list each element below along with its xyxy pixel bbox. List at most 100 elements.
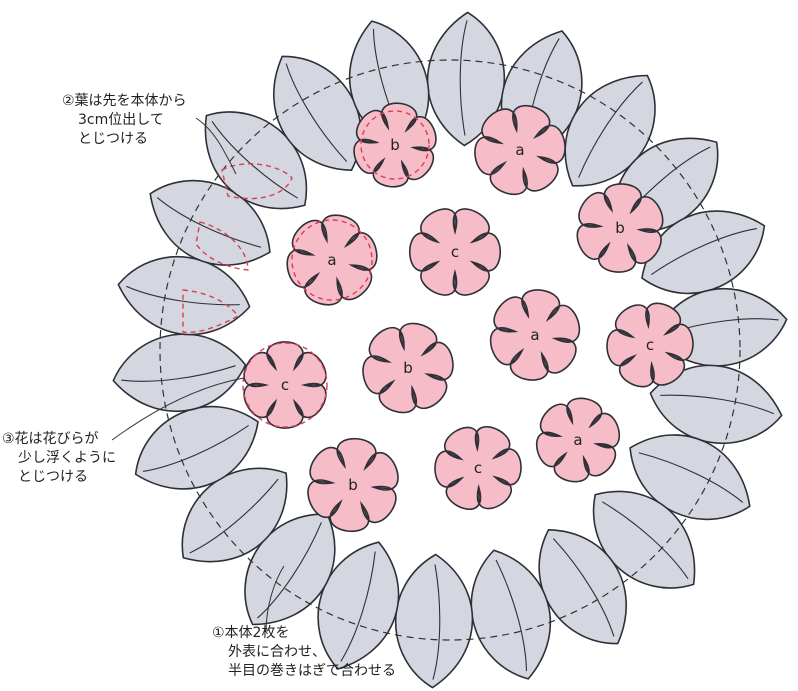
petal-slit bbox=[337, 451, 346, 467]
leaf-vein bbox=[257, 522, 322, 619]
flower-c bbox=[434, 425, 522, 511]
body-outline bbox=[159, 59, 741, 641]
flower-label: c bbox=[451, 243, 459, 261]
flower-a bbox=[536, 397, 620, 483]
leaves-layer bbox=[112, 11, 788, 689]
petal-slit bbox=[538, 156, 554, 163]
note-leaf-line-3: とじつける bbox=[78, 131, 148, 147]
leader-line bbox=[195, 117, 237, 175]
leaf-shape bbox=[317, 541, 400, 670]
flower-stitch-guide bbox=[242, 342, 328, 428]
petal-slit bbox=[583, 457, 589, 472]
flower-label: c bbox=[646, 336, 654, 354]
leaf-vein bbox=[578, 81, 643, 178]
leaf-shape bbox=[273, 55, 362, 172]
leaf-vein bbox=[156, 197, 262, 248]
petal-slit bbox=[472, 261, 486, 271]
flower-label: b bbox=[390, 136, 400, 154]
flower-b bbox=[353, 102, 437, 188]
petal-slit bbox=[423, 261, 438, 271]
leaf bbox=[564, 74, 656, 187]
petal-slit bbox=[639, 229, 655, 232]
leaf-shape bbox=[149, 179, 271, 266]
note-flower-line-2: 少し浮くように bbox=[18, 450, 116, 466]
petal-slit bbox=[362, 139, 377, 144]
petal-slit bbox=[513, 114, 518, 131]
leaf-shape bbox=[181, 467, 288, 563]
leaf bbox=[317, 541, 400, 670]
note-flower-line-3: とじつける bbox=[18, 469, 88, 485]
petal-slit bbox=[331, 501, 342, 515]
leaf bbox=[149, 179, 271, 266]
petal-slit bbox=[316, 480, 333, 484]
leaf-vein bbox=[121, 365, 236, 382]
leaf-stitch-guide bbox=[195, 221, 249, 271]
leaf-vein bbox=[432, 564, 441, 680]
flower-b bbox=[576, 183, 664, 273]
petal-slit bbox=[627, 245, 636, 260]
leaf-shape bbox=[649, 364, 783, 445]
petal-slit bbox=[486, 137, 502, 144]
leaf bbox=[204, 111, 308, 210]
leaf-shape bbox=[134, 405, 259, 490]
petal-slit bbox=[476, 434, 479, 449]
flower-label: a bbox=[327, 251, 336, 269]
leaf bbox=[117, 255, 251, 336]
stitch-guides bbox=[182, 110, 430, 428]
petal-slit bbox=[534, 126, 548, 138]
petal-slit bbox=[306, 273, 319, 286]
leader-line bbox=[111, 377, 245, 441]
flower-label: a bbox=[573, 431, 582, 449]
petal-slit bbox=[547, 307, 559, 321]
petal-slit bbox=[567, 408, 573, 423]
petal-slit bbox=[381, 380, 394, 393]
note-flower-attach: ③花は花びらが 少し浮くように とじつける bbox=[2, 430, 116, 487]
petal-slit bbox=[322, 225, 328, 241]
petal-slit bbox=[405, 118, 416, 131]
petal-slit bbox=[345, 234, 358, 247]
flower-a bbox=[489, 289, 581, 381]
leaf-vein bbox=[601, 501, 689, 580]
leaf-shape bbox=[592, 490, 696, 589]
leaf bbox=[394, 553, 474, 689]
flower-b bbox=[307, 437, 399, 533]
petal-slit bbox=[267, 401, 277, 415]
petal-slit bbox=[413, 146, 428, 151]
flower-a bbox=[286, 214, 378, 306]
leaf-shape bbox=[426, 11, 506, 147]
flower-c bbox=[243, 341, 327, 429]
petal-slit bbox=[449, 477, 463, 487]
petal-slit bbox=[364, 455, 375, 469]
flower-a bbox=[474, 104, 566, 196]
leaf-vein bbox=[660, 394, 775, 415]
petal-slit bbox=[493, 449, 507, 459]
leaf bbox=[273, 55, 362, 172]
leaf-vein bbox=[211, 120, 299, 199]
petal-slit bbox=[554, 337, 570, 342]
petal-slit bbox=[511, 349, 523, 363]
petal-slit bbox=[541, 353, 548, 369]
leaf-vein bbox=[459, 20, 468, 136]
flower-label: c bbox=[281, 376, 289, 394]
petal-slit bbox=[646, 311, 650, 327]
petal-slit bbox=[522, 169, 527, 186]
petal-slit bbox=[293, 355, 303, 369]
flower-label: c bbox=[474, 459, 482, 477]
leaf-shape bbox=[117, 255, 251, 336]
note-body-line-3: 半目の巻きはぎで合わせる bbox=[228, 663, 396, 679]
leaf-stitch-guide bbox=[221, 163, 293, 200]
petal-slit bbox=[665, 325, 678, 335]
leader-lines bbox=[111, 117, 285, 633]
leaf bbox=[112, 333, 247, 413]
petal-slit bbox=[494, 476, 509, 485]
leaf-shape bbox=[394, 553, 474, 689]
petal-slit bbox=[500, 328, 516, 333]
flower-label: a bbox=[515, 141, 524, 159]
petal-slit bbox=[424, 233, 438, 243]
petal-slit bbox=[401, 161, 408, 176]
leaf bbox=[426, 11, 506, 147]
petal-slit bbox=[650, 363, 654, 379]
petal-slit bbox=[422, 343, 435, 356]
petal-slit bbox=[522, 301, 529, 317]
